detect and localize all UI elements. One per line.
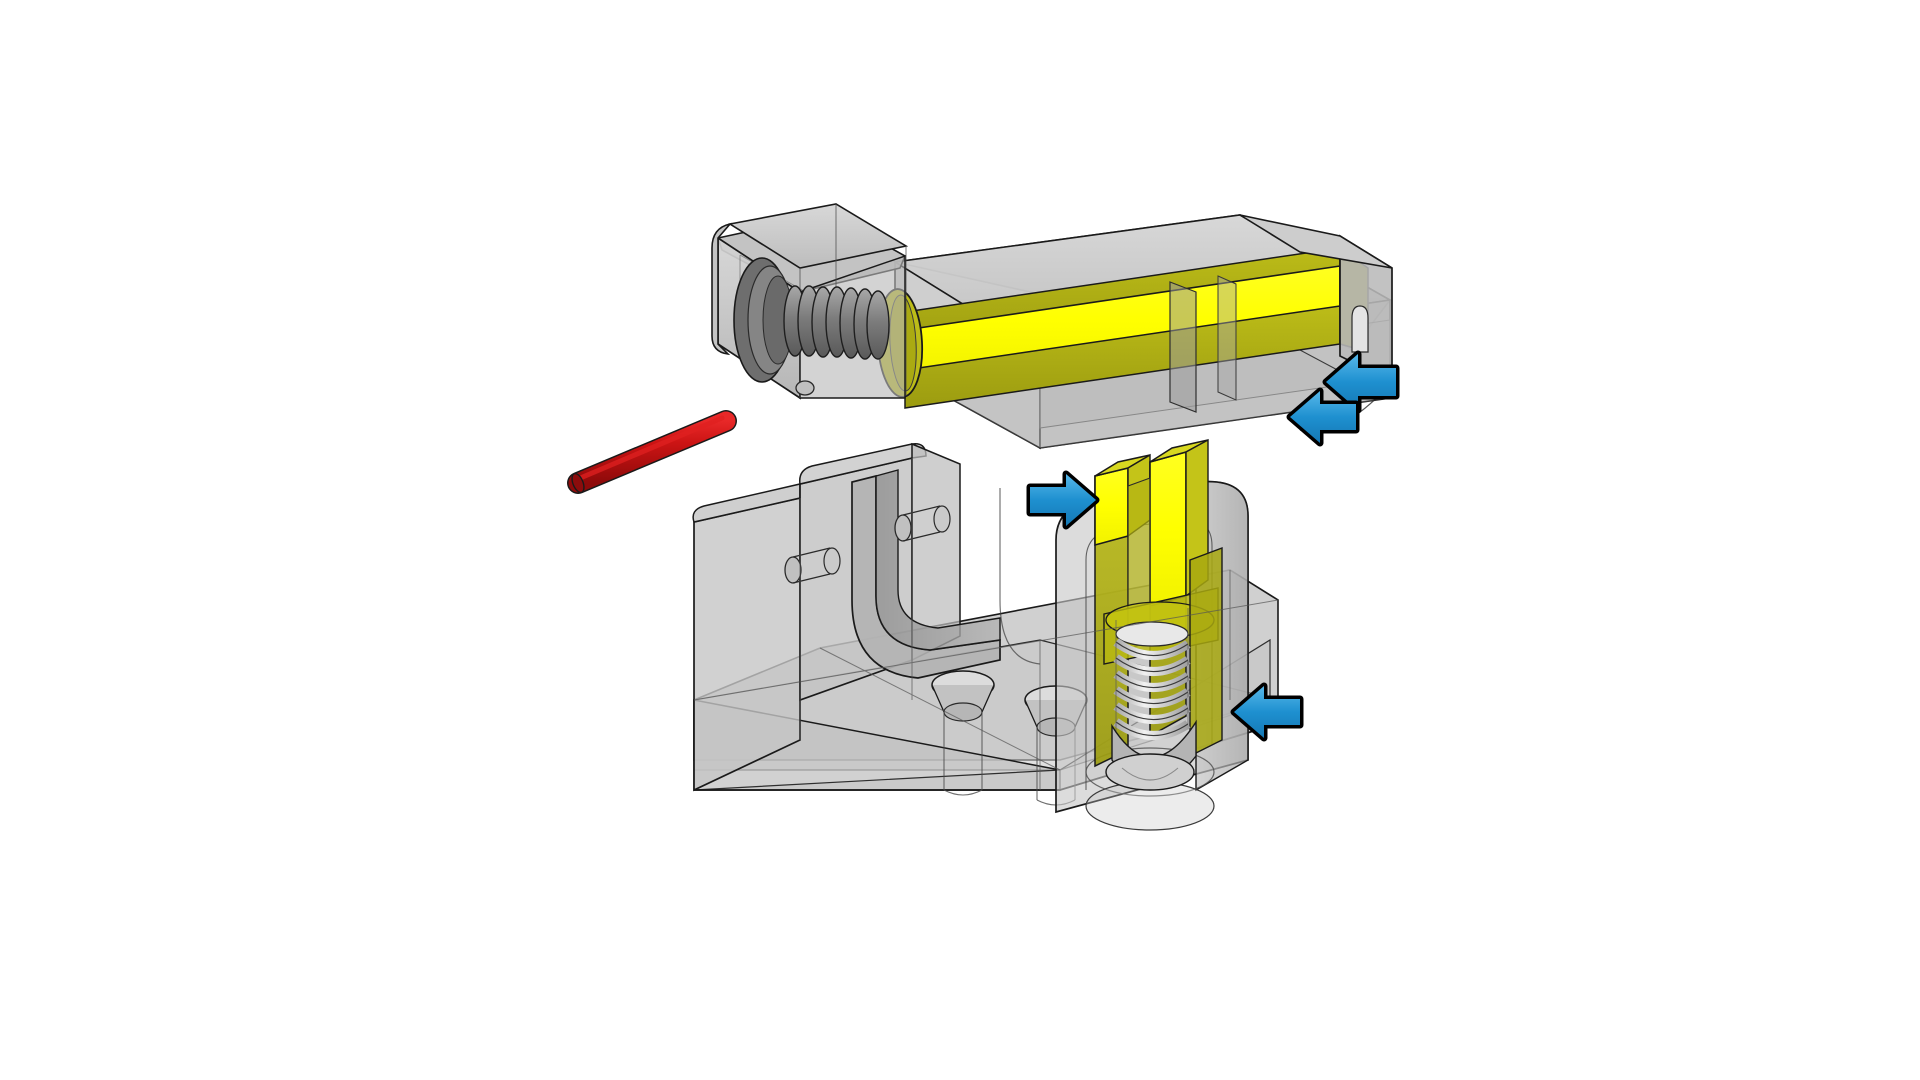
arrow-upper-right-lower-fill [1290, 391, 1356, 443]
end-cap-top [1239, 214, 1393, 269]
cradle-hidden-arc [999, 488, 1041, 665]
plunger-shade [1121, 767, 1179, 781]
spring-envelope [1115, 608, 1189, 736]
plunger-base-disc [1105, 753, 1195, 791]
pin-bore-right-a [894, 514, 912, 542]
screw-threads [783, 285, 890, 360]
pin-bore-line-a2 [792, 573, 831, 584]
pin-bore-line-b1 [902, 505, 941, 516]
pin-highlight [575, 415, 725, 482]
spring-coils [1113, 638, 1191, 740]
base-left-wall-front [693, 496, 801, 792]
tube-inner-rib [1169, 281, 1197, 413]
pin-body [568, 411, 736, 493]
saddle-cradle[interactable] [851, 469, 1041, 679]
cradle-wall [875, 469, 1001, 651]
yellow-shaft[interactable] [875, 246, 1369, 409]
arrow-upper-right-top[interactable] [1322, 350, 1400, 414]
arrow-base-boss-right[interactable] [1230, 682, 1304, 742]
hex-left-round [711, 222, 733, 356]
base-hidden-edges [693, 458, 1279, 790]
base-left-wall-top [692, 483, 801, 523]
fork-left-tip-front [1094, 466, 1129, 547]
arrow-upper-right-lower[interactable] [1286, 387, 1360, 447]
cross-pin-hole[interactable] [784, 505, 951, 584]
countersink-hole-a[interactable] [931, 670, 995, 796]
hex-small-bore [795, 380, 815, 396]
coil-spring [1113, 608, 1191, 740]
lower-assembly[interactable] [692, 438, 1281, 831]
arrow-upper-right-top-fill [1326, 354, 1396, 410]
pin-bore-right-b [933, 505, 951, 533]
boss-bottom-circle [1085, 747, 1215, 797]
red-dowel-pin[interactable] [567, 410, 737, 494]
arrow-base-prong-left-fill [1030, 474, 1096, 526]
upper-assembly[interactable] [711, 203, 1393, 450]
csk-a-bore-bottom [943, 789, 983, 796]
annotation-arrows [1026, 350, 1400, 742]
csk-a-bore-walls [943, 712, 983, 790]
adjust-screw[interactable] [733, 257, 890, 383]
pin-end-face [571, 472, 585, 494]
pin-bore-left-b [823, 547, 841, 575]
fork-right-outer-panel [1189, 546, 1223, 758]
pin-bore-line-a1 [792, 547, 831, 558]
fork-right-tip-front [1149, 450, 1187, 608]
plunger-ball[interactable] [1105, 719, 1197, 791]
pin-bore-line-b2 [902, 531, 941, 542]
end-cap-pin-nub [1351, 305, 1369, 353]
csk-a-bore-top [943, 702, 983, 722]
arrow-base-boss-right-fill [1234, 686, 1300, 738]
housing-end-cap[interactable] [1239, 214, 1393, 433]
tube-inner-rib-2 [1217, 275, 1237, 401]
pin-bore-left-a [784, 556, 802, 584]
arrow-base-prong-left[interactable] [1026, 470, 1100, 530]
